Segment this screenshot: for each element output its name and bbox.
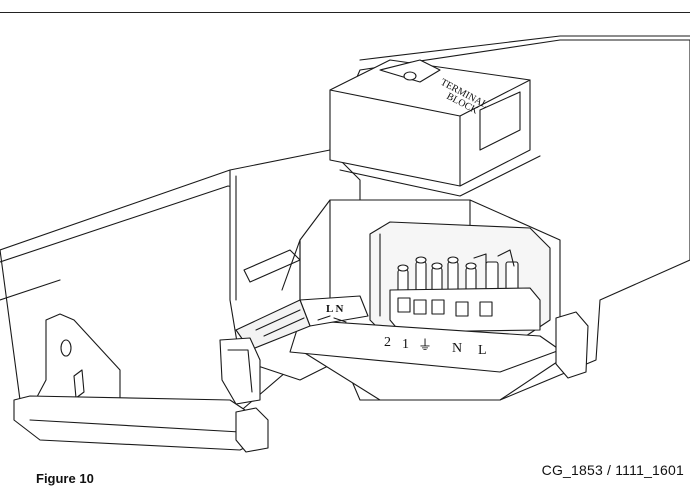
terminal-slots	[397, 297, 493, 317]
terminal-label-l: L	[478, 343, 487, 358]
terminal-block-cover	[329, 59, 541, 197]
bottom-tray	[13, 395, 261, 451]
terminal-label-1: 1	[402, 337, 409, 352]
end-cap-hole	[60, 339, 72, 357]
terminal-label-2: 2	[384, 335, 391, 350]
terminal-label-n: N	[452, 341, 462, 356]
figure-label: Figure 10	[36, 471, 94, 486]
top-rule	[0, 12, 690, 13]
strip-label: L N	[326, 303, 343, 315]
label-strip	[289, 319, 561, 373]
cable-clamp	[219, 337, 261, 405]
side-clip	[555, 311, 589, 379]
reference-code: CG_1853 / 1111_1601	[541, 462, 684, 478]
switch-symbol	[317, 315, 347, 323]
terminal-label-earth: ⏚	[418, 338, 432, 354]
tray-clip	[235, 407, 269, 453]
